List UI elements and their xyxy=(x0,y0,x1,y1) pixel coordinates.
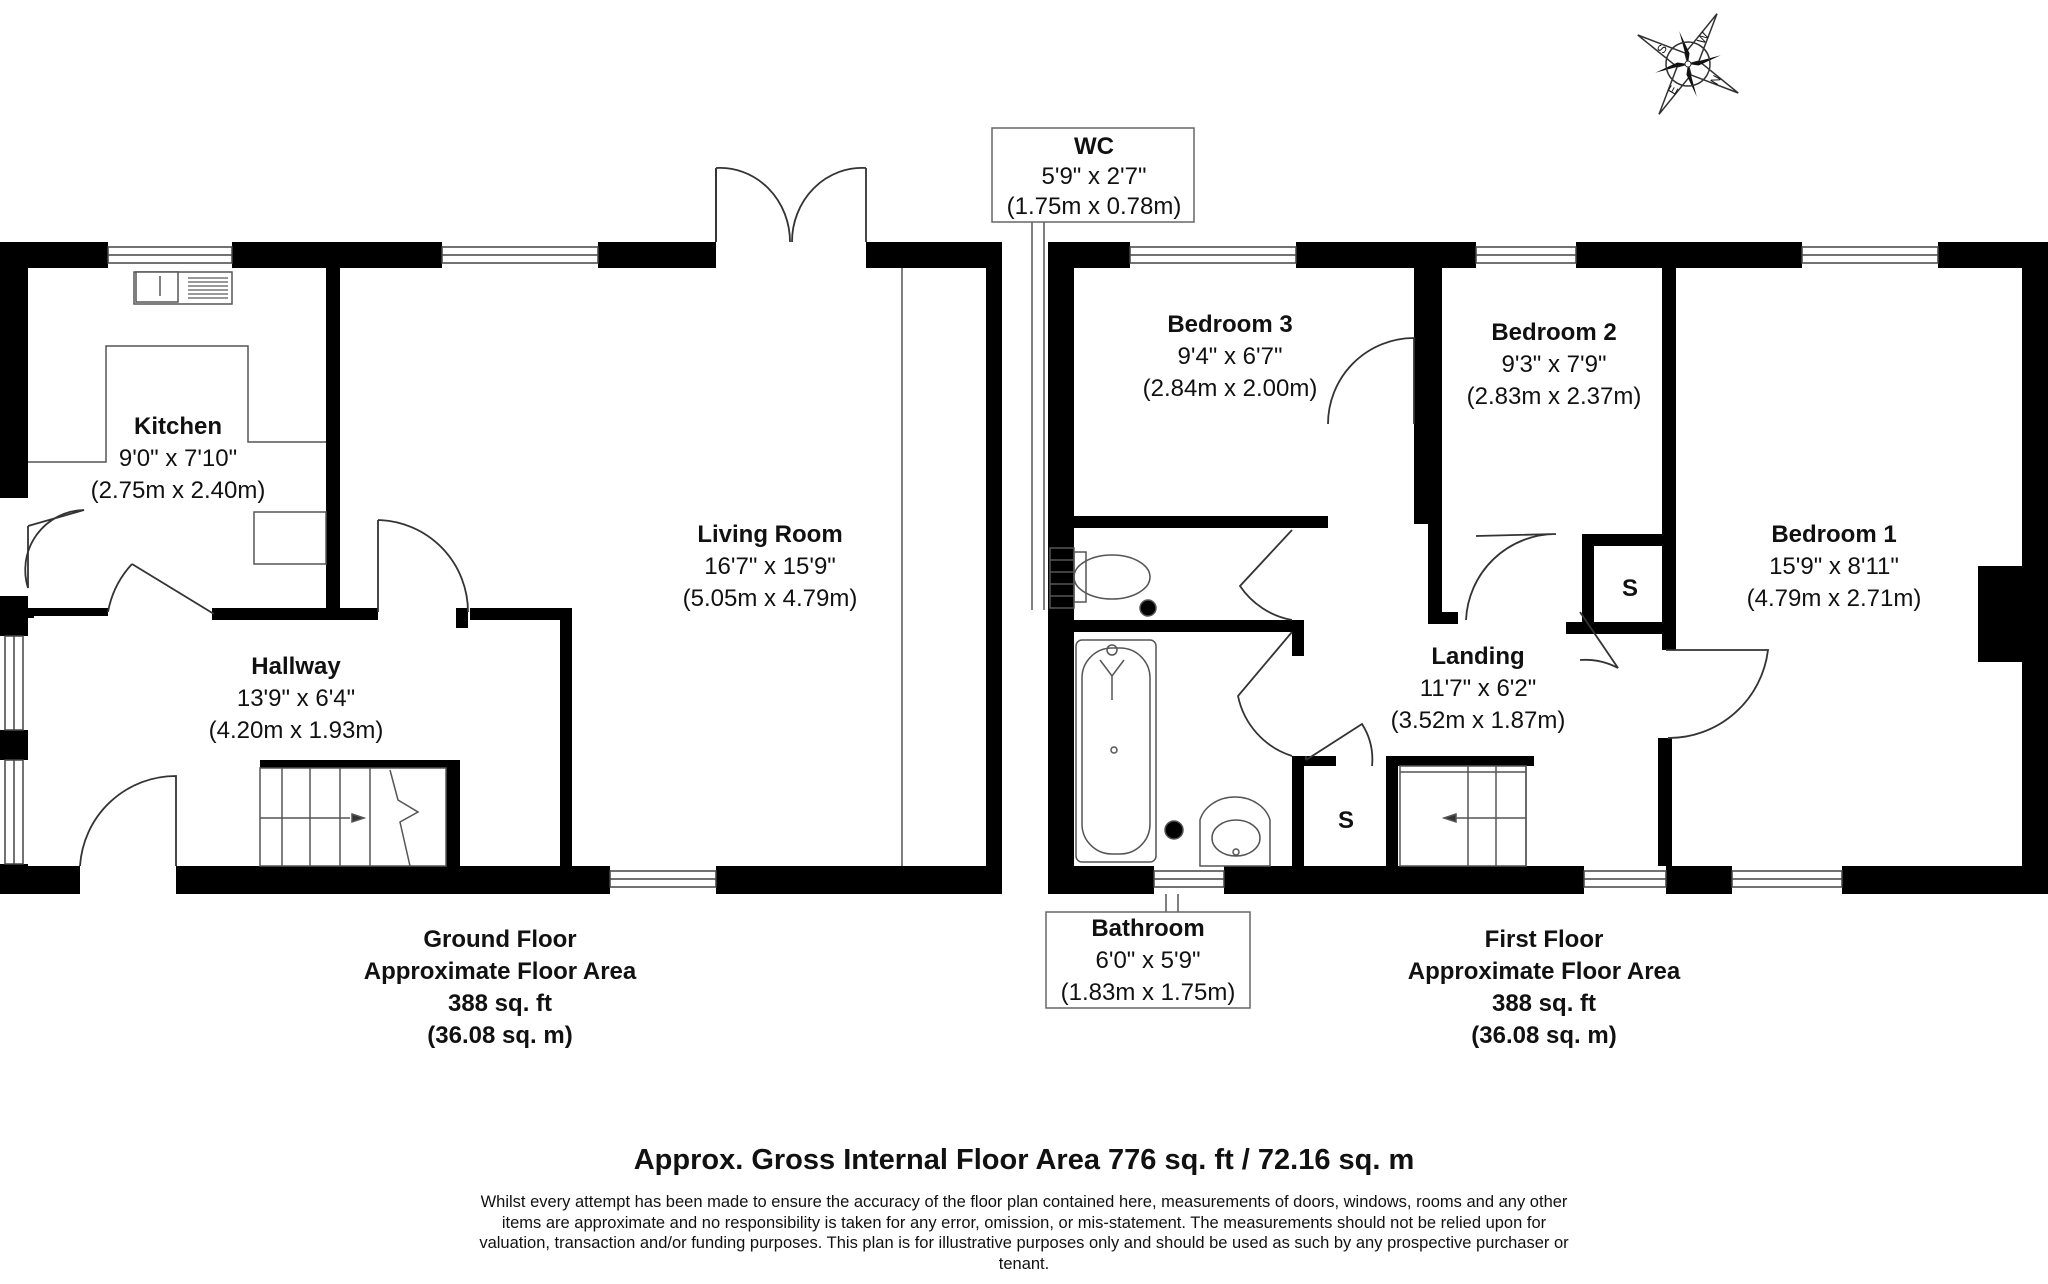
bathroom-imperial: 6'0" x 5'9" xyxy=(1096,947,1201,974)
first-floor-sqft: 388 sq. ft xyxy=(1491,990,1597,1017)
bedroom-3-name: Bedroom 3 xyxy=(1167,311,1292,338)
bedroom-3-imperial: 9'4" x 6'7" xyxy=(1178,343,1283,370)
landing-metric: (3.52m x 1.87m) xyxy=(1391,707,1566,734)
disclaimer-text: Whilst every attempt has been made to en… xyxy=(479,1193,1569,1273)
bedroom-3-metric: (2.84m x 2.00m) xyxy=(1143,375,1318,402)
storage-label-bedroom: S xyxy=(1622,575,1638,602)
hallway-imperial: 13'9" x 6'4" xyxy=(237,685,355,712)
first-floor-sqm: (36.08 sq. m) xyxy=(1471,1022,1617,1049)
first-floor-title: First Floor xyxy=(1484,926,1604,953)
compass-rose-icon: S W N E xyxy=(1637,13,1739,115)
bedroom-1-name: Bedroom 1 xyxy=(1771,521,1896,548)
first-floor-subtitle: Approximate Floor Area xyxy=(1407,958,1681,985)
ground-floor-walls xyxy=(0,242,1002,894)
bathroom-metric: (1.83m x 1.75m) xyxy=(1061,979,1236,1006)
kitchen-name: Kitchen xyxy=(134,413,222,440)
landing-imperial: 11'7" x 6'2" xyxy=(1420,675,1537,702)
first-floor-windows xyxy=(1129,246,1939,888)
wc-label-box xyxy=(991,127,1195,223)
wc-fittings xyxy=(1049,547,1157,617)
kitchen-metric: (2.75m x 2.40m) xyxy=(91,477,266,504)
storage-label-landing: S xyxy=(1338,807,1354,834)
living-room-metric: (5.05m x 4.79m) xyxy=(683,585,858,612)
kitchen-fittings xyxy=(28,271,327,565)
wc-imperial: 5'9" x 2'7" xyxy=(1042,163,1147,190)
hallway-name: Hallway xyxy=(251,653,341,680)
ground-floor-subtitle: Approximate Floor Area xyxy=(363,958,637,985)
bedroom-2-name: Bedroom 2 xyxy=(1491,319,1616,346)
first-floor-doors xyxy=(1237,337,1770,767)
first-floor-area-label: First Floor Approximate Floor Area 388 s… xyxy=(1334,924,1754,1052)
ground-floor-sqft: 388 sq. ft xyxy=(447,990,553,1017)
bathroom-name: Bathroom xyxy=(1091,915,1204,942)
hallway-metric: (4.20m x 1.93m) xyxy=(209,717,384,744)
wc-name: WC xyxy=(1074,133,1114,160)
living-room-imperial: 16'7" x 15'9" xyxy=(704,553,836,580)
gross-floor-area: Approx. Gross Internal Floor Area 776 sq… xyxy=(633,1144,1415,1176)
ground-floor-stairs xyxy=(259,767,447,867)
bathroom-fittings xyxy=(1075,639,1271,867)
living-room-name: Living Room xyxy=(697,521,842,548)
bedroom-1-imperial: 15'9" x 8'11" xyxy=(1769,553,1899,580)
bedroom-2-imperial: 9'3" x 7'9" xyxy=(1502,351,1607,378)
ground-floor-sqm: (36.08 sq. m) xyxy=(427,1022,573,1049)
ground-floor-windows xyxy=(4,246,717,888)
wc-metric: (1.75m x 0.78m) xyxy=(1007,193,1182,220)
bedroom-2-metric: (2.83m x 2.37m) xyxy=(1467,383,1642,410)
ground-floor-plan xyxy=(0,167,1002,894)
kitchen-imperial: 9'0" x 7'10" xyxy=(119,445,237,472)
ground-floor-doors xyxy=(24,167,867,867)
first-floor-walls xyxy=(1048,242,2048,894)
first-floor-plan xyxy=(1031,222,2048,912)
first-floor-stairs xyxy=(1399,765,1527,867)
bathroom-label-box xyxy=(1045,911,1251,1009)
label-leaders xyxy=(1031,222,1179,912)
landing-name: Landing xyxy=(1431,643,1524,670)
ground-floor-title: Ground Floor xyxy=(423,926,577,953)
ground-floor-area-label: Ground Floor Approximate Floor Area 388 … xyxy=(290,924,710,1052)
bedroom-1-metric: (4.79m x 2.71m) xyxy=(1747,585,1922,612)
